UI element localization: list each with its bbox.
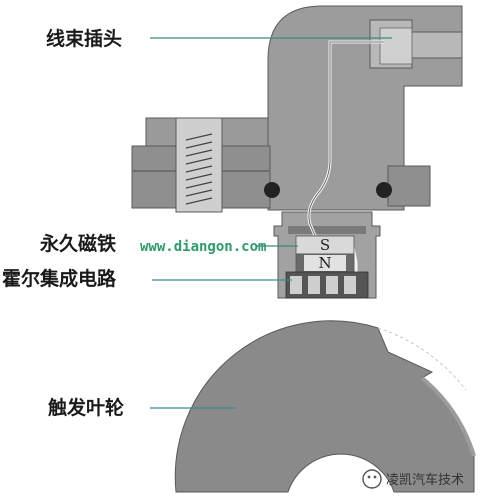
label-trigger-wheel-group: 触发叶轮 (48, 396, 236, 419)
watermark: 凌凯汽车技术 (362, 469, 464, 489)
watermark-text: 凌凯汽车技术 (386, 472, 464, 488)
spring-icon (185, 133, 213, 205)
label-connector: 线束插头 (46, 27, 122, 50)
o-ring-left-icon (264, 182, 280, 198)
website-text: www.diangon.com (140, 239, 266, 255)
magnet-south-pole: S (320, 236, 330, 254)
label-connector-group: 线束插头 (46, 27, 392, 50)
hall-ic-chip (285, 271, 369, 299)
permanent-magnet: S N (295, 235, 355, 273)
label-hall-ic-group: 霍尔集成电路 (2, 267, 292, 290)
label-trigger-wheel: 触发叶轮 (48, 396, 124, 419)
o-ring-right-icon (376, 182, 392, 198)
label-magnet: 永久磁铁 (39, 232, 116, 255)
magnet-north-pole: N (318, 254, 331, 272)
wechat-icon (362, 469, 382, 489)
label-magnet-group: 永久磁铁 www.diangon.com (39, 232, 298, 255)
trigger-wheel (174, 320, 476, 493)
label-hall-ic: 霍尔集成电路 (2, 267, 117, 290)
